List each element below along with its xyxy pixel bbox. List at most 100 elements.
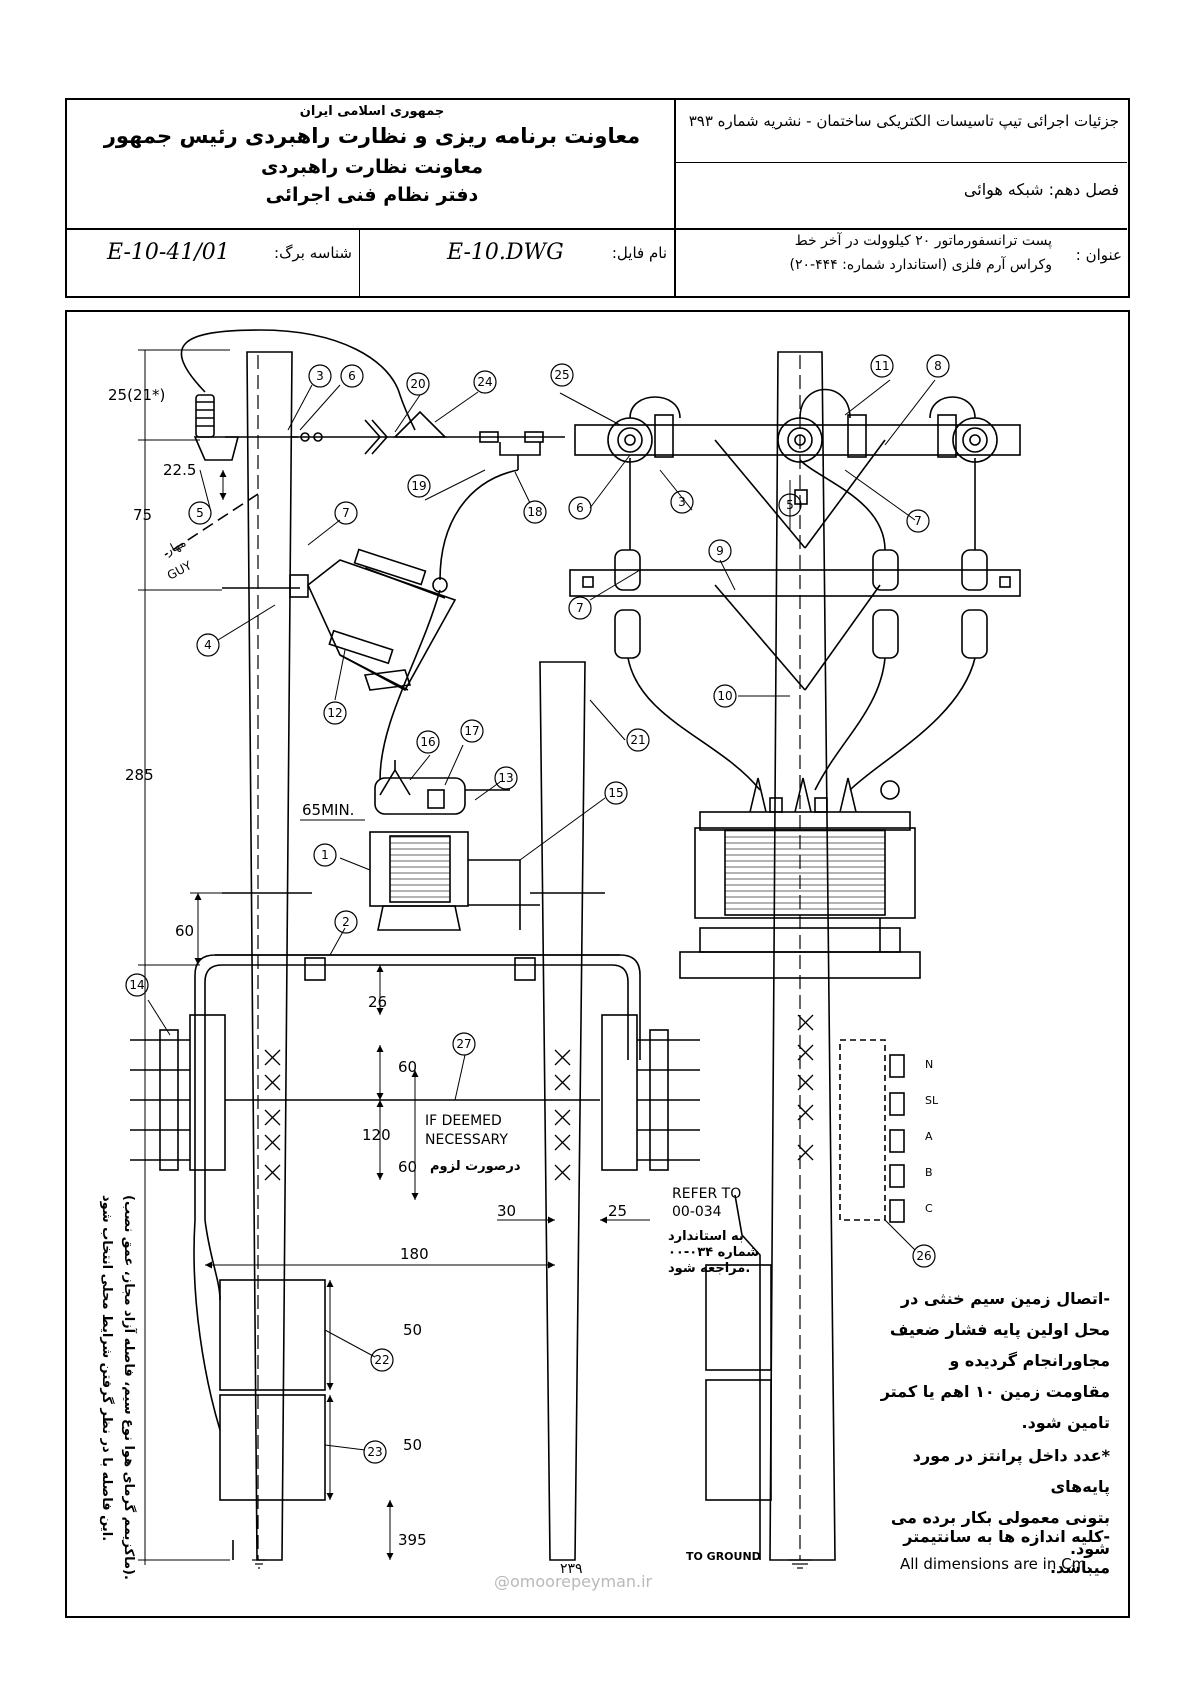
fuse-cutout (289, 469, 519, 692)
callout-17: 17 (464, 724, 479, 738)
refer-fa-1: به استاندارد (668, 1229, 744, 1244)
watermark: @omoorepeyman.ir (494, 1572, 653, 1591)
top-left-insulator (180, 329, 416, 461)
phase-a: A (925, 1130, 933, 1143)
dim-50b: 50 (403, 1436, 422, 1454)
guy-label-en: GUY (165, 558, 195, 583)
callout-23: 23 (367, 1445, 382, 1459)
to-ground-label: TO GROUND (686, 1550, 761, 1563)
guy-wire (164, 493, 259, 556)
dim-25: 25(21*) (108, 386, 165, 404)
callout-1: 1 (321, 848, 329, 862)
dimension-lines (138, 349, 650, 1565)
page-number: ۲۳۹ (560, 1561, 583, 1577)
dim-180: 180 (400, 1245, 429, 1263)
org-line-2: معاونت برنامه ریزی و نظارت راهبردی رئیس … (103, 124, 641, 148)
refer-2: 00-034 (672, 1204, 722, 1220)
dim-50a: 50 (403, 1321, 422, 1339)
title-label: عنوان : (1075, 246, 1122, 264)
sheet-id: E-10-41/01 (107, 240, 230, 265)
org-line-3: معاونت نظارت راهبردی (260, 156, 484, 178)
dim-60b: 60 (398, 1058, 417, 1076)
callout-20: 20 (410, 377, 425, 391)
callout-9: 9 (716, 544, 724, 558)
dim-395: 395 (398, 1531, 427, 1549)
org-line-1: جمهوری اسلامی ایران (299, 104, 445, 119)
title-divider-vertical (674, 100, 676, 296)
pole-bolts (222, 436, 605, 894)
callout-25: 25 (554, 368, 569, 382)
callout-leaders (147, 379, 936, 1451)
side-note-2: (ماکزیمم گرمای هوا نوع سیم، فاصله آزاد م… (121, 1195, 138, 1580)
hv-leads (627, 657, 976, 791)
refer-fa-3: مراجعه شود. (668, 1261, 750, 1276)
callout-10: 10 (717, 689, 732, 703)
dim-75: 75 (133, 506, 152, 524)
publication-title: جزئیات اجرائی تیپ تاسیسات الکتریکی ساختم… (688, 112, 1119, 130)
callout-4: 4 (204, 638, 212, 652)
phase-n: N (925, 1058, 933, 1071)
refer-1: REFER TO (672, 1186, 741, 1202)
note-line: مقاومت زمین ۱۰ اهم یا کمتر (880, 1382, 1110, 1401)
callout-6: 6 (348, 369, 356, 383)
callout-12: 12 (327, 706, 342, 720)
callout-15: 15 (608, 786, 623, 800)
drawing-frame (65, 310, 1130, 1618)
dim-25b: 25 (608, 1202, 627, 1220)
sheet-label: شناسه برگ: (274, 244, 352, 262)
callout-5: 5 (196, 506, 204, 520)
deemed-2: NECESSARY (425, 1132, 508, 1148)
file-name: E-10.DWG (447, 240, 564, 265)
phase-b: B (925, 1166, 933, 1179)
ground-box-right (705, 1194, 772, 1560)
note-line: بتونی معمولی بکار برده می شود. (890, 1508, 1110, 1558)
dim-30: 30 (497, 1202, 516, 1220)
callout-22: 22 (374, 1353, 389, 1367)
side-note-1: این فاصله با در نظر گرفتن شرایط محلی انت… (99, 1195, 115, 1541)
callout-16: 16 (420, 735, 435, 749)
side-note: این فاصله با در نظر گرفتن شرایط محلی انت… (99, 1195, 138, 1580)
callout-27: 27 (456, 1037, 471, 1051)
note-line: مجاورانجام گردیده و (949, 1351, 1110, 1370)
refer-fa-2: شماره ۰۳۴-۰۰ (668, 1245, 759, 1260)
note-line: محل اولین پایه فشار ضعیف (889, 1320, 1110, 1339)
phase-sl: SL (925, 1094, 939, 1107)
dim-60a: 60 (175, 922, 194, 940)
chapter-title: فصل دهم: شبکه هوائی (963, 180, 1119, 199)
transformer-platform (194, 954, 641, 1220)
callout-numbers: 3 6 20 24 25 7 5 4 12 19 18 6 7 11 8 7 3… (129, 359, 941, 1459)
drop-lead (379, 589, 441, 781)
note-line: -اتصال زمین سیم خنثی در (900, 1289, 1110, 1308)
dim-60c: 60 (398, 1158, 417, 1176)
file-label: نام فایل: (611, 244, 667, 262)
deemed-1: IF DEEMED (425, 1113, 502, 1129)
callout-3b: 3 (678, 495, 686, 509)
deemed-fa: درصورت لزوم (430, 1159, 521, 1174)
left-pole (232, 351, 293, 1569)
ground-symbol-left (252, 1559, 266, 1569)
ground-boxes-left (193, 1219, 326, 1501)
callout-18: 18 (527, 505, 542, 519)
callout-14: 14 (129, 978, 144, 992)
note-line: *عدد داخل پرانتز در مورد پایه‌های (912, 1446, 1110, 1496)
callout-13: 13 (498, 771, 513, 785)
callout-8: 8 (934, 359, 942, 373)
title-line-2: وکراس آرم فلزی (استاندارد شماره: ۴۴۴-۲۰) (789, 257, 1052, 273)
org-line-4: دفتر نظام فنی اجرائی (265, 184, 479, 206)
right-pole (769, 351, 836, 1569)
callout-26: 26 (916, 1249, 931, 1263)
note-grounding: -اتصال زمین سیم خنثی در محل اولین پایه ف… (880, 1283, 1110, 1438)
title-divider-file (359, 228, 360, 296)
dim-285: 285 (125, 766, 154, 784)
dim-65min: 65MIN. (302, 801, 354, 819)
lower-crossarm (569, 458, 1021, 659)
callout-19: 19 (411, 479, 426, 493)
left-lv-rack (130, 1014, 700, 1171)
middle-pole (539, 661, 586, 1561)
title-line-1: پست ترانسفورماتور ۲۰ کیلوولت در آخر خط (794, 233, 1052, 249)
callout-6b: 6 (576, 501, 584, 515)
earthing-chains (264, 1014, 814, 1181)
dimension-text: 25(21*) 22.5 75 285 60 65MIN. 26 60 120 … (108, 386, 627, 1549)
left-transformer (369, 760, 540, 931)
callout-21: 21 (630, 733, 645, 747)
